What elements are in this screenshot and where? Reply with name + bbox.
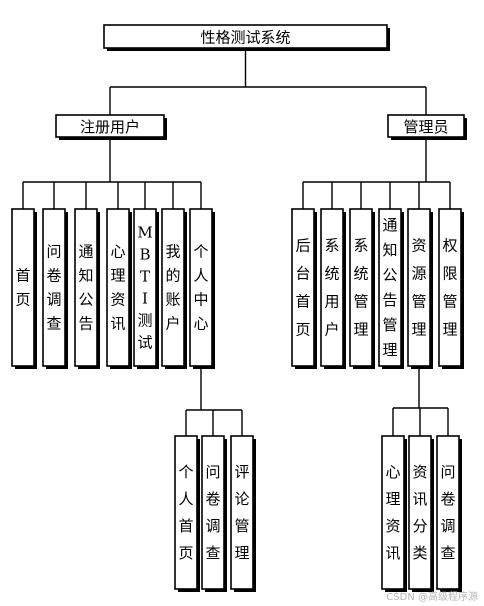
- personal-center-child-node-0: 个人首页: [174, 435, 200, 592]
- resource-child-node-1-frame: [408, 435, 432, 590]
- admin-branch-node: 管理员: [387, 114, 467, 140]
- admin-child-node-2: 系统管理: [349, 208, 375, 369]
- user-child-node-2-frame: [74, 208, 98, 367]
- user-branch-node-frame: [55, 114, 165, 138]
- admin-child-node-5: 权限管理: [438, 208, 464, 369]
- admin-child-node-0: 后台首页: [291, 208, 317, 369]
- admin-child-label-3: 通知公告管理: [382, 216, 397, 359]
- user-child-node-5-frame: [161, 208, 185, 367]
- personal-center-child-node-2-frame: [230, 435, 254, 590]
- personal-center-child-label-2: 评论管理: [234, 463, 249, 562]
- user-child-node-1: 问卷调查: [42, 208, 68, 369]
- personal-center-child-node-1: 问卷调查: [201, 435, 227, 592]
- user-child-label-3: 心理资讯: [110, 243, 125, 333]
- resource-child-label-1: 资讯分类: [412, 463, 427, 562]
- resource-child-node-1: 资讯分类: [408, 435, 434, 592]
- admin-child-label-1: 系统用户: [324, 237, 339, 339]
- admin-branch-node-frame: [387, 114, 465, 138]
- user-child-node-5: 我的账户: [161, 208, 187, 369]
- user-child-node-0: 首页: [11, 208, 37, 369]
- admin-child-label-5: 权限管理: [442, 237, 457, 339]
- personal-center-child-node-2: 评论管理: [230, 435, 256, 592]
- resource-child-node-2: 问卷调查: [436, 435, 462, 592]
- personal-center-child-node-1-frame: [201, 435, 225, 590]
- user-child-label-1: 问卷调查: [46, 243, 61, 333]
- admin-child-node-3-frame: [378, 208, 402, 367]
- resource-child-node-0: 心理资讯: [381, 435, 407, 592]
- root-node-frame: [103, 24, 388, 49]
- personal-center-child-node-0-frame: [174, 435, 198, 590]
- admin-child-node-4-frame: [407, 208, 431, 367]
- admin-child-node-3: 通知公告管理: [378, 208, 404, 369]
- resource-child-label-2: 问卷调查: [440, 463, 455, 562]
- user-branch-label: 注册用户: [80, 118, 140, 136]
- admin-child-node-1-frame: [320, 208, 344, 367]
- admin-child-node-5-frame: [438, 208, 462, 367]
- user-child-node-0-frame: [11, 208, 35, 367]
- admin-branch-label: 管理员: [403, 118, 448, 136]
- user-child-label-0: 首页: [15, 267, 30, 309]
- user-child-label-5: 我的账户: [165, 243, 180, 333]
- user-child-node-2: 通知公告: [74, 208, 100, 369]
- user-branch-node: 注册用户: [55, 114, 167, 140]
- personal-center-child-label-1: 问卷调查: [205, 463, 220, 562]
- admin-child-node-0-frame: [291, 208, 315, 367]
- admin-child-label-4: 资源管理: [411, 237, 426, 339]
- root-node-label: 性格测试系统: [200, 29, 290, 47]
- user-child-node-4-frame: [133, 208, 157, 367]
- admin-child-label-2: 系统管理: [353, 237, 368, 339]
- admin-child-node-2-frame: [349, 208, 373, 367]
- resource-child-node-0-frame: [381, 435, 405, 590]
- watermark: CSDN @高级程序源: [386, 590, 478, 603]
- resource-child-node-2-frame: [436, 435, 460, 590]
- user-child-node-6-frame: [189, 208, 213, 367]
- user-child-node-1-frame: [42, 208, 66, 367]
- connector-lines: [22, 51, 451, 436]
- user-child-node-3: 心理资讯: [106, 208, 132, 369]
- resource-child-label-0: 心理资讯: [385, 463, 400, 562]
- user-child-label-6: 个人中心: [193, 243, 208, 333]
- personal-center-child-label-0: 个人首页: [178, 463, 193, 562]
- admin-child-node-1: 系统用户: [320, 208, 346, 369]
- admin-child-label-0: 后台首页: [295, 237, 310, 339]
- user-child-node-3-frame: [106, 208, 130, 367]
- user-child-node-6: 个人中心: [189, 208, 215, 369]
- admin-child-node-4: 资源管理: [407, 208, 433, 369]
- user-child-label-2: 通知公告: [78, 243, 93, 333]
- root-node: 性格测试系统: [103, 24, 390, 51]
